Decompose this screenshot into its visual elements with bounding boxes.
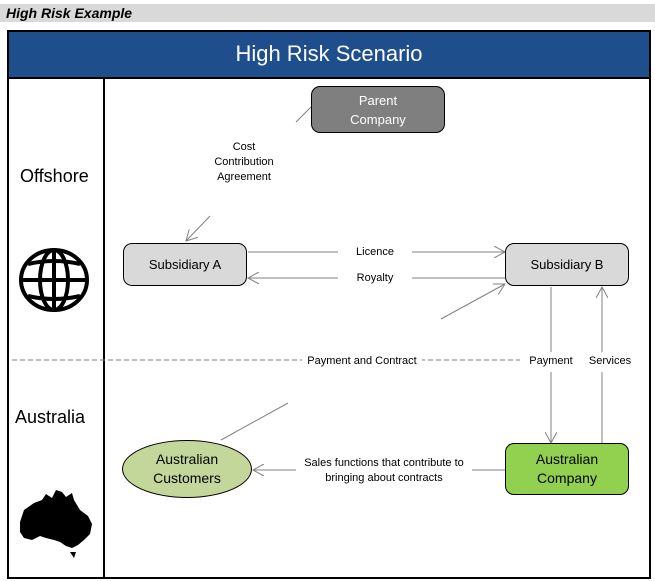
region-label-offshore: Offshore (20, 166, 89, 186)
node-customers-line1: Australian (155, 451, 219, 467)
node-au-company-line1: Australian (535, 451, 599, 467)
node-australian-company[interactable]: Australian Company (505, 443, 629, 495)
node-au-company-line2: Company (537, 470, 597, 486)
globe-icon (19, 248, 89, 312)
label-cca-line1: Cost (232, 141, 256, 153)
section-title: High Risk Example (6, 5, 133, 21)
edge-customers-sub-b (440, 284, 505, 320)
region-column (9, 79, 105, 577)
node-subsidiary-a-label: Subsidiary A (148, 257, 222, 272)
node-parent-company[interactable]: Parent Company (311, 86, 445, 133)
label-sales-line2: bringing about contracts (325, 472, 443, 484)
region-label-australia: Australia (15, 407, 86, 427)
node-subsidiary-a[interactable]: Subsidiary A (123, 243, 247, 286)
node-parent-company-line1: Parent (358, 92, 398, 108)
node-subsidiary-b-label: Subsidiary B (530, 257, 604, 272)
label-sales-line1: Sales functions that contribute to (304, 457, 464, 469)
label-cca-line2: Contribution (214, 156, 274, 168)
australia-map-icon (20, 490, 92, 558)
diagram-title: High Risk Scenario (235, 41, 423, 66)
node-australian-customers[interactable]: Australian Customers (122, 440, 252, 498)
node-subsidiary-b[interactable]: Subsidiary B (505, 243, 629, 286)
node-parent-company-line2: Company (350, 111, 406, 127)
label-payment-and-contract: Payment and Contract (302, 354, 422, 369)
label-cost-contribution-agreement: Cost Contribution Agreement (206, 140, 282, 185)
section-title-bar: High Risk Example (0, 4, 655, 22)
edge-cca-sub-a (186, 215, 211, 241)
label-sales-functions: Sales functions that contribute to bring… (296, 456, 472, 486)
diagram-header: High Risk Scenario (9, 32, 649, 79)
label-licence: Licence (345, 245, 405, 260)
edge-customers-up (220, 402, 289, 441)
label-cca-line3: Agreement (217, 171, 271, 183)
node-customers-line2: Customers (153, 470, 221, 486)
diagram-frame: High Risk Scenario (7, 30, 651, 579)
label-royalty: Royalty (345, 271, 405, 286)
edge-parent-cca (295, 106, 312, 123)
label-payment: Payment (524, 354, 578, 369)
label-services: Services (585, 354, 635, 369)
